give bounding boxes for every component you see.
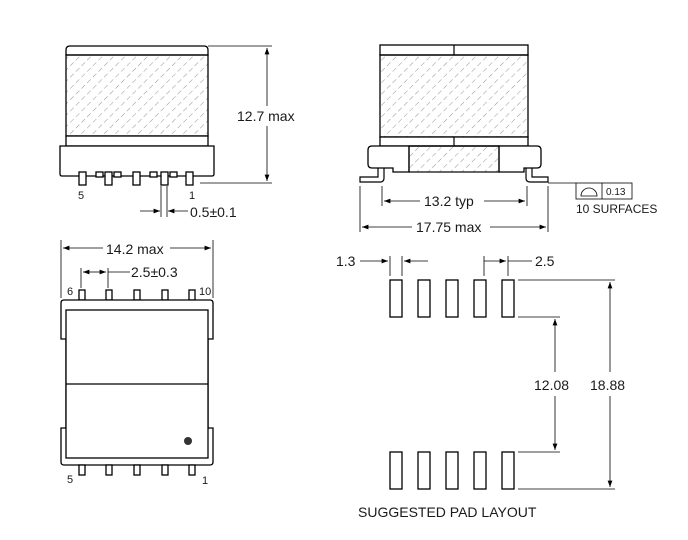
side-view: 5 1 12.7 max 0.5±0.1 <box>59 45 295 220</box>
base <box>59 145 215 177</box>
top-view: 14.2 max 2.5±0.3 6 10 5 1 <box>60 240 214 487</box>
pin-label-1: 1 <box>189 190 195 202</box>
pads-bottom-row <box>389 451 515 490</box>
top-pins <box>78 289 196 301</box>
pad-pitch-dimension: 2.5 <box>535 253 555 269</box>
pad-layout-caption: SUGGESTED PAD LAYOUT <box>358 504 537 520</box>
pin-label-6: 6 <box>67 286 73 298</box>
coplanarity-frame <box>575 182 633 200</box>
core-cap <box>65 45 209 56</box>
lead-span-dimension: 13.2 typ <box>424 193 474 209</box>
pitch-dimension: 2.5±0.3 <box>131 264 178 280</box>
winding-body <box>379 54 529 138</box>
pads-top-row <box>389 279 515 318</box>
pin-width-dimension: 0.5±0.1 <box>190 204 237 220</box>
overall-width-dimension: 17.75 max <box>416 219 481 235</box>
pin-label-5: 5 <box>67 474 73 486</box>
coplanarity-value: 0.13 <box>606 187 626 198</box>
lead-left <box>359 168 385 183</box>
pin1-dot <box>184 437 192 445</box>
bottom-pins <box>78 464 196 476</box>
pins <box>78 171 194 186</box>
width-dimension: 14.2 max <box>106 241 164 257</box>
front-view: 13.2 typ 17.75 max 0.13 10 SURFACES <box>359 44 657 235</box>
outer-span-dimension: 18.88 <box>590 377 625 393</box>
inner-span-dimension: 12.08 <box>534 377 569 393</box>
winding-body <box>65 54 209 137</box>
profile-of-surface-icon <box>580 187 598 197</box>
height-dimension: 12.7 max <box>237 108 295 124</box>
lead-right <box>525 168 549 183</box>
pad-width-dimension: 1.3 <box>336 253 356 269</box>
pin-label-5: 5 <box>78 190 84 202</box>
coplanarity-note: 10 SURFACES <box>576 202 657 216</box>
pin-label-10: 10 <box>199 286 211 298</box>
pin-label-1: 1 <box>202 475 208 487</box>
pad-layout: 1.3 2.5 12.08 18.88 SUGGESTED PAD LAYOUT <box>336 253 625 520</box>
core-band <box>65 135 209 147</box>
